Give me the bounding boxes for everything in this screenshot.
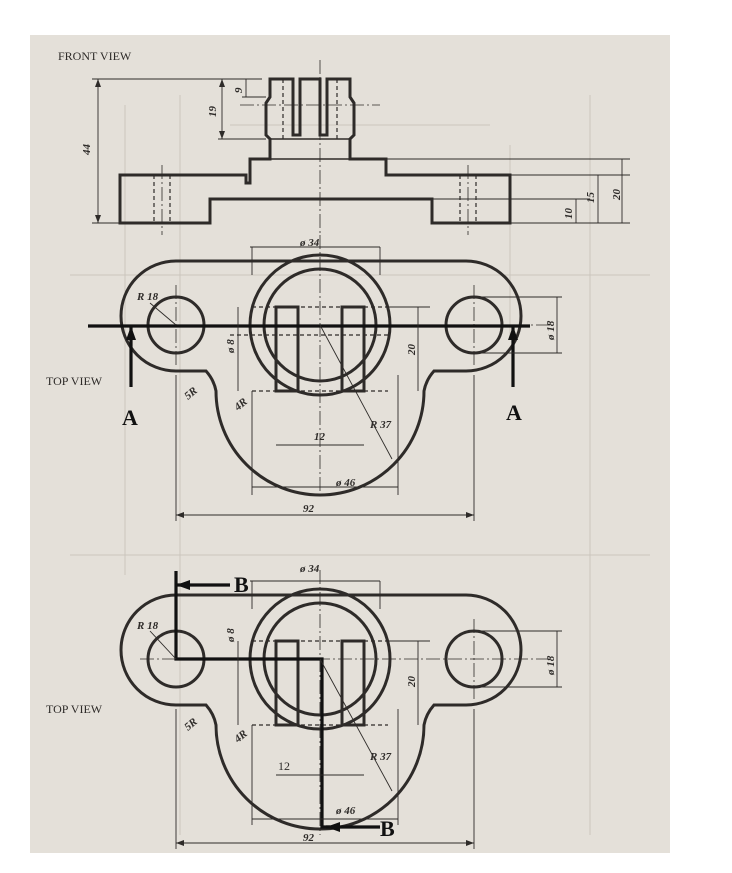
background-ghost-lines [70,95,650,835]
top-a-slot-left [274,305,300,393]
dim-overall-height: 44 [81,144,93,157]
top-a-dim-gap: 12 [314,431,326,443]
top-b-dim-hole-left: ø 8 [225,628,237,643]
top-a-dim-r37: R 37 [369,419,392,431]
top-b-slot-right [340,639,366,727]
drawing-sheet: FRONT VIEW 44 19 9 [30,35,670,853]
top-b-dim-r18: R 18 [136,620,159,632]
dim-mid-height: 15 [585,192,597,204]
section-b-plane [174,571,330,829]
top-b-dim-5r: 5R [182,716,200,733]
top-b-dim-gap: 12 [278,759,290,773]
front-view-outline [118,77,512,225]
top-b-outline [119,593,523,831]
top-b-dim-slot-width: 20 [406,676,418,689]
top-b-dim-boss: ø 34 [299,563,320,575]
drawing-canvas: FRONT VIEW 44 19 9 [46,49,650,849]
top-b-dim-length: 92 [303,832,315,844]
top-a-dim-hole-left: ø 8 [225,339,237,354]
top-a-dim-outer: ø 46 [335,477,356,489]
dim-flange-height: 10 [563,208,575,220]
top-view-b-label: TOP VIEW [46,702,103,716]
front-view-label: FRONT VIEW [58,49,132,63]
dim-slot-depth: 9 [233,87,245,93]
top-a-dim-hole-right: ø 18 [545,320,557,341]
top-b-dim-hole-right: ø 18 [545,655,557,676]
top-view-b: B B TOP VIEW ø 34 R 18 ø 8 20 ø 18 5R 4R… [46,563,562,849]
top-a-slot-right [340,305,366,393]
top-a-dim-slot-width: 20 [406,344,418,357]
top-view-a-label: TOP VIEW [46,374,103,388]
top-b-dim-r37: R 37 [369,751,392,763]
top-a-dim-length: 92 [303,503,315,515]
section-a-label-left: A [122,405,138,430]
section-b-label-top: B [234,572,249,597]
top-a-dim-r18: R 18 [136,291,159,303]
top-a-dim-4r: 4R [231,396,249,414]
top-a-dim-5r: 5R [182,385,200,402]
top-a-dim-boss: ø 34 [299,237,320,249]
dim-upper-height: 19 [207,106,219,118]
top-b-dim-4r: 4R [231,728,249,746]
section-b-label-bottom: B [380,816,395,841]
section-a-label-right: A [506,400,522,425]
front-view: FRONT VIEW 44 19 9 [58,49,630,235]
top-view-a: A A TOP VIEW ø 34 R 18 ø 8 20 ø 18 5R 4R… [46,235,562,521]
top-b-slot-left [274,639,300,727]
top-b-dim-outer: ø 46 [335,805,356,817]
dim-base-height: 20 [611,189,623,202]
